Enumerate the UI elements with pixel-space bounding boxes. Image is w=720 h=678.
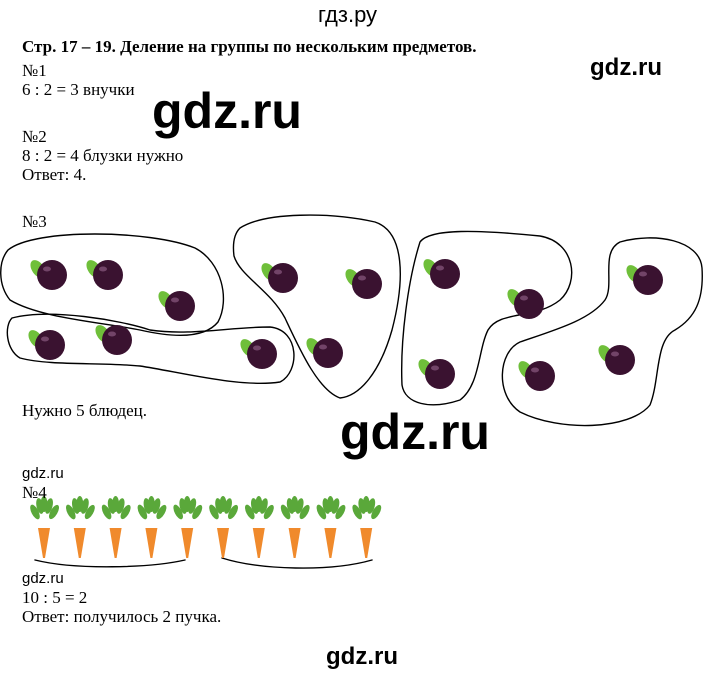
carrot-icon (280, 496, 310, 558)
plum-group-outline-4 (401, 230, 573, 406)
watermark-top-right: gdz.ru (590, 54, 662, 81)
plum-icon (507, 289, 544, 319)
task-2-equation: 8 : 2 = 4 блузки нужно (22, 146, 184, 165)
plum-icon (598, 345, 635, 375)
task-1-equation: 6 : 2 = 3 внучки (22, 80, 135, 99)
carrot-icon (137, 496, 167, 558)
site-header: гдз.ру (318, 2, 378, 27)
plum-icon (158, 291, 195, 321)
plum-icon (306, 338, 343, 368)
task-4-answer: Ответ: получилось 2 пучка. (22, 607, 222, 626)
carrot-icon (173, 496, 203, 558)
carrot-icon (66, 496, 95, 558)
plum-icon (28, 330, 65, 360)
carrot-icon (30, 496, 60, 558)
plum-icon (345, 269, 382, 299)
page-title: Стр. 17 – 19. Деление на группы по неско… (22, 37, 477, 56)
plum-group-outline-2 (6, 313, 295, 385)
carrot-icon (316, 496, 346, 558)
task-2-answer: Ответ: 4. (22, 165, 87, 184)
watermark-small-1: gdz.ru (22, 465, 64, 482)
plum-icon (95, 325, 132, 355)
task-3-number: №3 (22, 212, 47, 231)
plum-icon (261, 263, 298, 293)
carrot-icon (352, 496, 382, 558)
watermark-big-1: gdz.ru (152, 83, 302, 139)
watermark-bottom: gdz.ru (326, 643, 398, 670)
plum-icon (423, 259, 460, 289)
plum-icon (240, 339, 277, 369)
plum-group-outline-3 (232, 214, 401, 399)
plum-icon (626, 265, 663, 295)
task-4-equation: 10 : 5 = 2 (22, 588, 88, 607)
watermark-big-2: gdz.ru (340, 404, 490, 460)
plum-icon (86, 260, 123, 290)
carrot-group-arc-2 (221, 557, 373, 569)
task-4-number: №4 (22, 483, 47, 502)
task-3-conclusion: Нужно 5 блюдец. (22, 401, 147, 420)
plum-icon (518, 361, 555, 391)
plum-icon (418, 359, 455, 389)
task-2-number: №2 (22, 127, 47, 146)
plum-icon (30, 260, 67, 290)
carrot-icon (209, 496, 239, 558)
carrot-icon (245, 496, 274, 558)
carrot-group-arc-1 (34, 559, 186, 568)
watermark-small-2: gdz.ru (22, 570, 64, 587)
task-1-number: №1 (22, 61, 47, 80)
plum-group-outline-5 (501, 237, 703, 427)
carrot-icon (101, 496, 131, 558)
